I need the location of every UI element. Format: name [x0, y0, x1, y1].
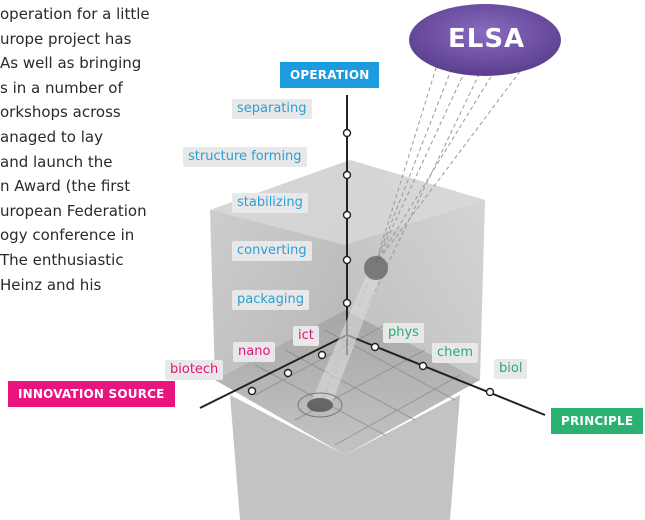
operation-tag-converting: converting	[232, 241, 312, 261]
principle-axis-nodes	[370, 342, 495, 397]
paragraph-line: As well as bringing	[0, 54, 142, 73]
intersection-point-upper	[364, 256, 388, 280]
paragraph-line: urope project has	[0, 29, 132, 48]
operation-axis-label: OPERATION	[280, 62, 380, 88]
paragraph-line: anaged to lay	[0, 127, 103, 146]
operation-tag-structure-forming: structure forming	[183, 147, 307, 167]
operation-tag-packaging: packaging	[232, 290, 309, 310]
innovation-source-axis	[199, 334, 348, 409]
innovation-tag-nano: nano	[233, 342, 276, 362]
innovation-tag-biotech: biotech	[165, 360, 224, 380]
paragraph-line: operation for a little	[0, 5, 150, 23]
innovation-axis-nodes	[247, 350, 327, 396]
floor-shadow-ring	[297, 392, 343, 418]
principle-tag-biol: biol	[494, 359, 528, 379]
body-paragraph: operation for a little urope project has…	[0, 2, 175, 297]
paragraph-line: orkshops across	[0, 103, 121, 122]
paragraph-line: and launch the	[0, 152, 113, 171]
operation-axis-nodes	[342, 128, 352, 308]
operation-tag-stabilizing: stabilizing	[232, 193, 308, 213]
elsa-label: ELSA	[448, 24, 526, 54]
principle-tag-phys: phys	[383, 323, 424, 343]
paragraph-line: The enthusiastic	[0, 250, 124, 269]
projection-beam	[310, 262, 384, 408]
innovation-source-axis-label: INNOVATION SOURCE	[8, 381, 175, 407]
paragraph-line: s in a number of	[0, 78, 123, 97]
principle-tag-chem: chem	[432, 343, 479, 363]
cube-front-lower	[230, 395, 460, 520]
cube-floor	[215, 310, 480, 455]
principle-axis-label: PRINCIPLE	[551, 408, 644, 434]
paragraph-line: n Award (the first	[0, 177, 131, 196]
paragraph-line: uropean Federation	[0, 201, 147, 220]
innovation-tag-ict: ict	[293, 326, 319, 346]
principle-axis	[346, 334, 546, 416]
elsa-badge	[409, 4, 561, 76]
paragraph-line: Heinz and his	[0, 275, 102, 294]
paragraph-line: ogy conference in	[0, 226, 135, 245]
operation-tag-separating: separating	[232, 99, 312, 119]
intersection-point-floor	[307, 398, 333, 412]
